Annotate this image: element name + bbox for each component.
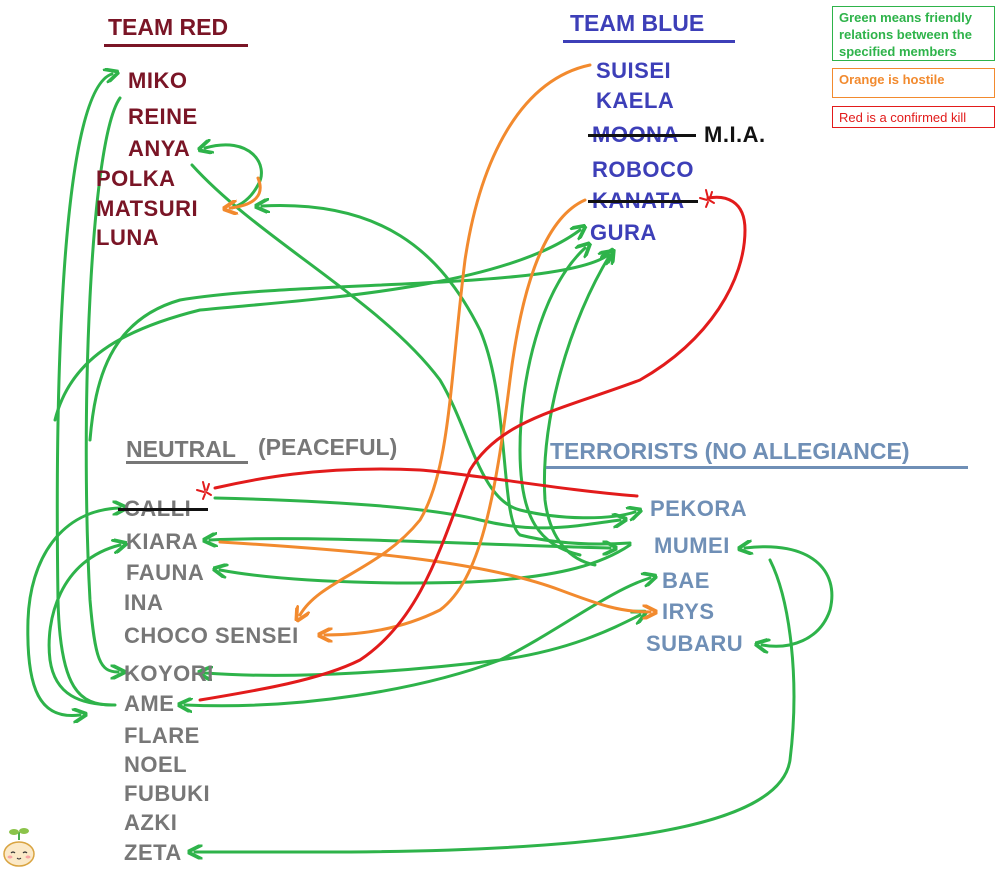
member-kaela: KAELA [596, 88, 675, 113]
member-zeta: ZETA [124, 840, 182, 865]
member-ina: INA [124, 590, 164, 615]
neutral-subtitle: (PEACEFUL) [258, 434, 398, 460]
kill-line-ame-kanata [198, 195, 747, 702]
member-matsuri: MATSURI [96, 196, 199, 221]
member-fubuki: FUBUKI [124, 781, 211, 806]
member-miko: MIKO [128, 68, 188, 93]
neutral-underline [126, 461, 248, 464]
terrorists-underline [546, 466, 968, 469]
member-anya: ANYA [128, 136, 191, 161]
member-subaru: SUBARU [646, 631, 744, 656]
member-suisei: SUISEI [596, 58, 672, 83]
member-choco-sensei: CHOCO SENSEI [124, 623, 299, 648]
terrorists-title: TERRORISTS (NO ALLEGIANCE) [550, 438, 910, 464]
member-roboco: ROBOCO [592, 157, 694, 182]
member-luna: LUNA [96, 225, 160, 250]
friendly-arrow-ame-bae [185, 578, 650, 706]
member-azki: AZKI [124, 810, 178, 835]
member-ame: AME [124, 691, 175, 716]
member-mumei: MUMEI [654, 533, 730, 558]
legend-kill: Red is a confirmed kill [832, 106, 995, 128]
strike-kanata [588, 200, 698, 203]
friendly-arrow-gura-ame [53, 230, 580, 422]
member-polka: POLKA [96, 166, 176, 191]
member-reine: REINE [128, 104, 198, 129]
friendly-arrow-kiara-mumei [210, 539, 610, 548]
friendly-arrow-calli-pekora [213, 496, 620, 530]
friendly-arrow-matsuri-mumei [262, 206, 632, 546]
friendly-arrow-bae-zeta [195, 558, 796, 852]
hostile-arrow-kanata-choco [325, 198, 587, 635]
sprout-mascot-icon [3, 828, 35, 867]
kill-marker-calli [196, 481, 212, 500]
hostile-arrow-polka-anya [230, 176, 262, 208]
team-blue-underline [563, 40, 735, 43]
hostile-arrow-suisei-choco [300, 63, 592, 615]
member-kiara: KIARA [126, 529, 199, 554]
team-red-underline [104, 44, 248, 47]
member-bae: BAE [662, 568, 710, 593]
mia-label: M.I.A. [704, 122, 766, 147]
team-blue-title: TEAM BLUE [570, 10, 705, 36]
friendly-arrow-anya-self [205, 145, 263, 210]
hostile-arrow-kiara-irys [218, 540, 650, 612]
strike-moona [588, 134, 696, 137]
strike-calli [118, 508, 208, 511]
legend-hostile: Orange is hostile [832, 68, 995, 98]
team-red-title: TEAM RED [108, 14, 229, 40]
friendly-arrow-calli-ame [26, 508, 120, 716]
neutral-title: NEUTRAL [126, 436, 236, 462]
legend-friendly: Green means friendly relations between t… [832, 6, 995, 61]
member-flare: FLARE [124, 723, 200, 748]
friendly-arrow-anya-pekora [190, 163, 635, 518]
member-pekora: PEKORA [650, 496, 748, 521]
member-koyori: KOYORI [124, 661, 214, 686]
kill-line-pekora-calli [213, 467, 639, 498]
member-fauna: FAUNA [126, 560, 205, 585]
kill-marker-kanata [699, 189, 715, 208]
friendly-arrow-gura-neutral [88, 255, 608, 442]
member-noel: NOEL [124, 752, 188, 777]
member-irys: IRYS [662, 599, 715, 624]
member-gura: GURA [590, 220, 657, 245]
friendly-arrow-kiara-ame [47, 545, 120, 707]
